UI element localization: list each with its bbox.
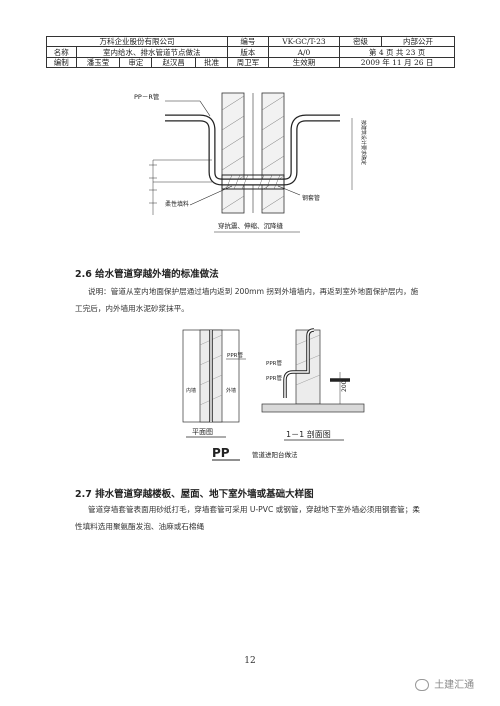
page-number: 12 [244,656,256,666]
fill-label: 柔性填料 [165,200,189,208]
approve-label: 批准 [195,56,229,69]
watermark-text: 土建汇通 [434,680,475,691]
pp-big-label: PP [212,446,230,460]
review-label: 审定 [119,56,153,69]
dim-200: 200 [341,380,348,392]
pp-pipe-label: PP－R管 [134,92,160,101]
section-ppr-label-1: PPR管 [266,359,282,367]
plan-inner-label: 内墙 [186,387,196,394]
plan-title: 平面图 [192,428,213,436]
document-header-table: 万科企业股份有限公司 编号 VK-GC/T-23 密级 内部公开 名称 室内给水… [45,35,456,69]
section-2-7-title: 2.7 排水管道穿越楼板、屋面、地下室外墙或基础大样图 [75,489,314,500]
plan-ppr-label: PPR管 [227,351,243,359]
plan-outer-label: 外墙 [226,387,236,394]
figure1-caption: 穿抗震、伸缩、沉降缝 [218,221,284,230]
section-title: 1－1 剖面图 [286,429,331,439]
sleeve-label: 钢套管 [302,194,320,202]
section-2-7-body: 管道穿墙套管表面用砂纸打毛，穿墙套管可采用 U-PVC 或钢管，穿越地下室外墙必… [75,505,420,531]
section-2-6-body: 说明：管道从室内地面保护层通过墙内返到 200mm 拐到外墙墙内，再返到室外地面… [75,287,419,313]
watermark: 土建汇通 [415,676,474,691]
side-dim-label: 按建筑设计要求确定 [360,120,367,165]
watermark-icon [415,679,429,691]
section-2-6-title: 2.6 给水管道穿越外墙的标准做法 [75,269,219,280]
effective-date: 2009 年 11 月 26 日 [339,56,455,69]
section-ppr-label-2: PPR管 [266,374,282,382]
figure2-caption: 管道进阳台做法 [252,450,298,459]
